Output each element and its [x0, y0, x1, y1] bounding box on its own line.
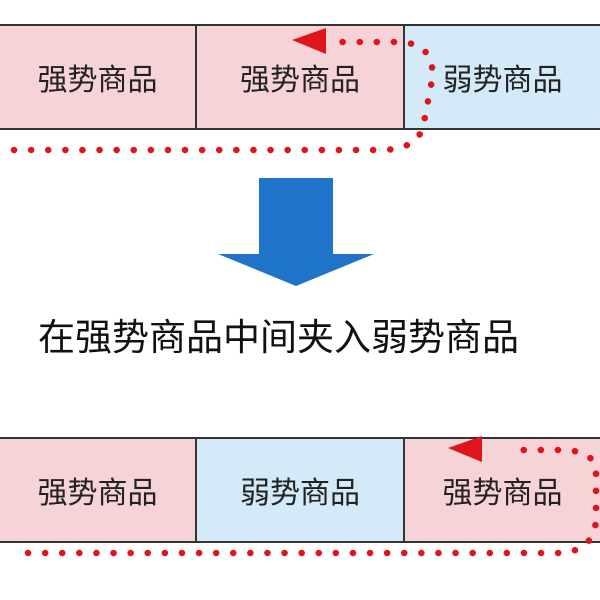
shelf-slot-strong: 强势商品 [0, 24, 195, 130]
shelf-row-after: 强势商品 弱势商品 强势商品 [0, 437, 600, 543]
diagram-caption: 在强势商品中间夹入弱势商品 [38, 316, 519, 359]
customer-path-before [10, 38, 436, 154]
shelf-row-before: 强势商品 强势商品 弱势商品 [0, 24, 600, 130]
arrowhead-left-icon [448, 436, 482, 462]
shelf-slot-weak: 弱势商品 [403, 24, 600, 130]
arrowhead-left-icon [292, 28, 326, 54]
arrow-down-icon [218, 178, 374, 286]
customer-path-after [24, 446, 600, 557]
shelf-slot-weak: 弱势商品 [195, 437, 403, 543]
shelf-slot-strong: 强势商品 [0, 437, 195, 543]
shelf-slot-strong: 强势商品 [403, 437, 600, 543]
